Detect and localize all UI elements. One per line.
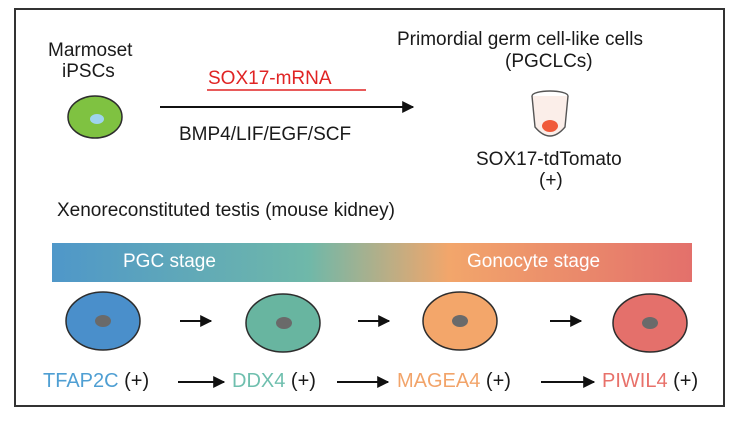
induction-factors-label: BMP4/LIF/EGF/SCF (179, 124, 352, 145)
tdtomato-label: SOX17-tdTomato (476, 149, 622, 170)
marker-2: DDX4 (+) (232, 370, 316, 393)
marker-1-sign: (+) (124, 370, 150, 392)
marker-2-sign: (+) (290, 370, 316, 392)
stage-cell-2 (245, 293, 321, 353)
marker-1: TFAP2C (+) (43, 370, 149, 393)
stage-gradient-bar (52, 243, 692, 282)
pgclc-title-line1: Primordial germ cell-like cells (397, 29, 643, 50)
pgc-stage-label: PGC stage (123, 251, 216, 272)
section-title: Xenoreconstituted testis (mouse kidney) (57, 200, 395, 221)
tdtomato-sign: (+) (539, 170, 563, 191)
marker-4-name: PIWIL4 (602, 370, 668, 392)
marker-3: MAGEA4 (+) (397, 370, 511, 393)
marker-4-sign: (+) (673, 370, 699, 392)
marker-3-sign: (+) (485, 370, 511, 392)
pgclc-tube (531, 90, 569, 137)
marker-4: PIWIL4 (+) (602, 370, 698, 393)
ipsc-nucleus (90, 114, 104, 124)
stage-cell-3 (422, 291, 498, 351)
source-label-line2: iPSCs (62, 61, 115, 82)
marker-1-name: TFAP2C (43, 370, 119, 392)
figure-frame (14, 8, 725, 407)
marker-2-name: DDX4 (232, 370, 286, 392)
tube-pellet (542, 120, 558, 132)
induction-mrna-label: SOX17-mRNA (208, 68, 332, 89)
gonocyte-stage-label: Gonocyte stage (467, 251, 601, 272)
stage-cell-4 (612, 293, 688, 353)
marker-3-name: MAGEA4 (397, 370, 481, 392)
pgclc-title-line2: (PGCLCs) (505, 51, 593, 72)
source-label-line1: Marmoset (48, 40, 133, 61)
stage-cell-1 (65, 291, 141, 351)
